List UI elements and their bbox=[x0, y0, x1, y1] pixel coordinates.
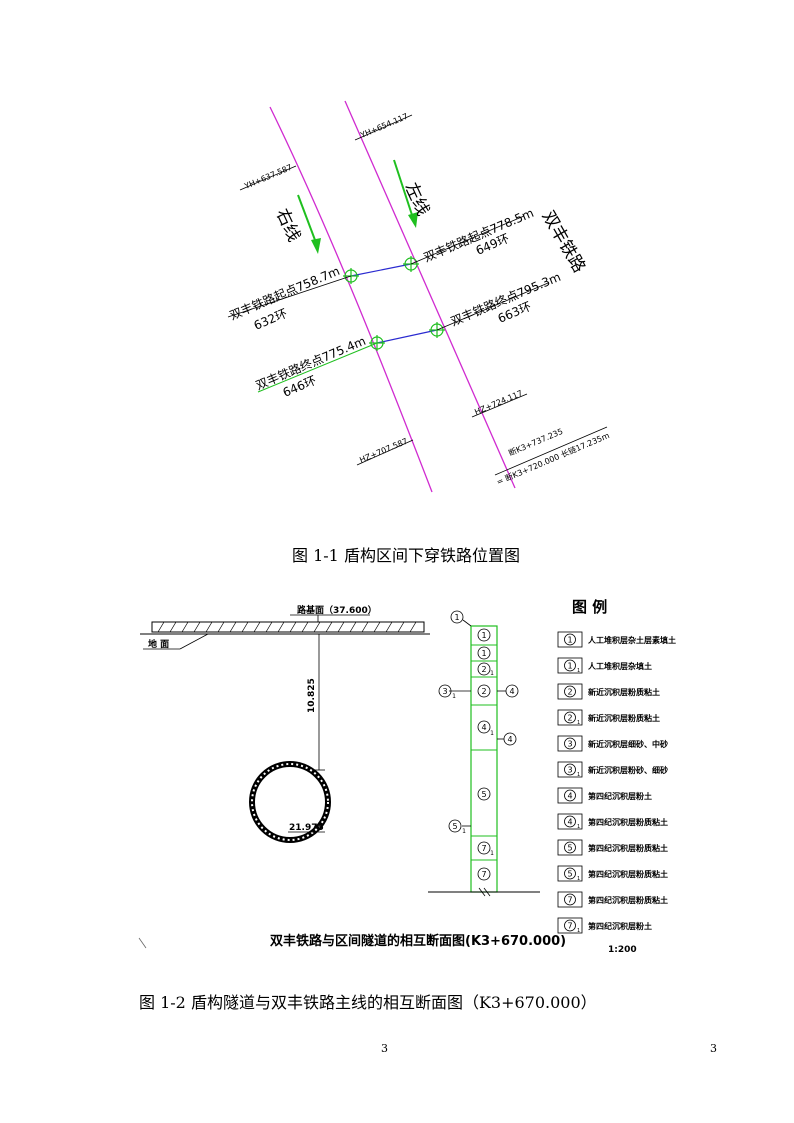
svg-text:5: 5 bbox=[567, 870, 572, 879]
svg-text:3: 3 bbox=[567, 766, 572, 775]
right-line-alignment bbox=[269, 106, 433, 493]
svg-text:1: 1 bbox=[577, 720, 580, 726]
legend-item: 1 人工堆积层杂土层素填土 bbox=[557, 631, 676, 648]
svg-text:4: 4 bbox=[481, 723, 486, 732]
svg-text:5: 5 bbox=[452, 822, 457, 831]
svg-text:1: 1 bbox=[490, 670, 494, 677]
legend-item: 5 第四纪沉积层粉质粘土 bbox=[557, 839, 668, 856]
railway-location-plan: YH+637.587 YH+654.117 HZ+724.117 HZ+707.… bbox=[227, 100, 611, 493]
legend: 1 人工堆积层杂土层素填土 1 1 人工堆积层杂填土 2 新近沉积层粉质粘土 2… bbox=[557, 631, 676, 934]
svg-text:4: 4 bbox=[567, 792, 572, 801]
railway-end-line bbox=[376, 329, 438, 344]
svg-text:2: 2 bbox=[567, 688, 572, 697]
svg-text:1: 1 bbox=[577, 824, 580, 830]
svg-text:2: 2 bbox=[481, 665, 486, 674]
svg-text:第四纪沉积层粉质粘土: 第四纪沉积层粉质粘土 bbox=[588, 817, 668, 827]
svg-text:7: 7 bbox=[567, 896, 572, 905]
svg-text:新近沉积层粉质粘土: 新近沉积层粉质粘土 bbox=[588, 687, 660, 697]
svg-text:第四纪沉积层粉质粘土: 第四纪沉积层粉质粘土 bbox=[588, 869, 668, 879]
svg-text:1: 1 bbox=[567, 636, 572, 645]
column-layer-markers: 1 1 2 1 2 4 1 5 7 1 7 bbox=[477, 628, 494, 881]
svg-text:1: 1 bbox=[452, 693, 456, 700]
legend-title: 图 例 bbox=[572, 598, 607, 616]
svg-text:1: 1 bbox=[481, 649, 486, 658]
svg-text:7: 7 bbox=[567, 922, 572, 931]
svg-text:5: 5 bbox=[481, 790, 486, 799]
ground-leader bbox=[179, 633, 209, 650]
svg-text:第四纪沉积层粉质粘土: 第四纪沉积层粉质粘土 bbox=[588, 843, 668, 853]
end-left-leader bbox=[257, 342, 378, 393]
direction-arrows bbox=[297, 159, 418, 254]
svg-text:7: 7 bbox=[481, 844, 486, 853]
track-bed-hatch bbox=[157, 621, 417, 633]
legend-item: 3 新近沉积层细砂、中砂 bbox=[557, 735, 668, 752]
svg-text:3: 3 bbox=[567, 740, 572, 749]
svg-text:4: 4 bbox=[509, 687, 514, 696]
legend-item: 4 第四纪沉积层粉土 bbox=[557, 787, 652, 804]
legend-item: 2 新近沉积层粉质粘土 bbox=[557, 683, 660, 700]
page-number-center: 3 bbox=[381, 1042, 388, 1055]
legend-item: 2 1 新近沉积层粉质粘土 bbox=[557, 709, 660, 726]
station-leaders bbox=[227, 114, 608, 476]
svg-text:5: 5 bbox=[567, 844, 572, 853]
bottom-elevation: 21.975 bbox=[289, 823, 324, 833]
svg-text:2: 2 bbox=[481, 687, 486, 696]
svg-text:4: 4 bbox=[567, 818, 572, 827]
svg-text:新近沉积层粉质粘土: 新近沉积层粉质粘土 bbox=[588, 713, 660, 723]
svg-text:1: 1 bbox=[481, 631, 486, 640]
road-elevation-label: 路基面（37.600） bbox=[297, 604, 377, 616]
svg-text:第四纪沉积层粉土: 第四纪沉积层粉土 bbox=[588, 921, 652, 931]
section-scale: 1:200 bbox=[608, 945, 637, 955]
cross-section-drawing: 路基面（37.600） 地 面 10.825 21.975 1 1 2 1 2 … bbox=[138, 598, 676, 955]
legend-item: 1 1 人工堆积层杂填土 bbox=[557, 657, 652, 674]
svg-text:人工堆积层杂土层素填土: 人工堆积层杂土层素填土 bbox=[588, 635, 676, 645]
left-line-alignment bbox=[344, 100, 516, 489]
svg-text:1: 1 bbox=[577, 668, 580, 674]
side-layer-markers: 1 3 1 4 4 5 1 bbox=[438, 610, 519, 835]
svg-text:1: 1 bbox=[490, 850, 494, 857]
depth-value: 10.825 bbox=[307, 678, 317, 713]
figure1-caption: 图 1-1 盾构区间下穿铁路位置图 bbox=[292, 546, 520, 565]
legend-item: 3 1 新近沉积层粉砂、细砂 bbox=[557, 761, 668, 778]
svg-text:1: 1 bbox=[454, 613, 459, 622]
legend-item: 7 1 第四纪沉积层粉土 bbox=[557, 917, 652, 934]
svg-text:3: 3 bbox=[442, 687, 447, 696]
legend-item: 4 1 第四纪沉积层粉质粘土 bbox=[557, 813, 668, 830]
svg-text:第四纪沉积层粉质粘土: 第四纪沉积层粉质粘土 bbox=[588, 895, 668, 905]
legend-item: 7 第四纪沉积层粉质粘土 bbox=[557, 891, 668, 908]
svg-text:2: 2 bbox=[567, 714, 572, 723]
svg-text:新近沉积层细砂、中砂: 新近沉积层细砂、中砂 bbox=[588, 739, 668, 749]
svg-text:1: 1 bbox=[567, 662, 572, 671]
svg-text:1: 1 bbox=[577, 876, 580, 882]
svg-text:1: 1 bbox=[577, 772, 580, 778]
legend-item: 5 1 第四纪沉积层粉质粘土 bbox=[557, 865, 668, 882]
svg-text:人工堆积层杂填土: 人工堆积层杂填土 bbox=[588, 661, 652, 671]
ground-label: 地 面 bbox=[148, 638, 169, 650]
svg-text:1: 1 bbox=[577, 928, 580, 934]
track-bed bbox=[151, 621, 425, 633]
svg-text:第四纪沉积层粉土: 第四纪沉积层粉土 bbox=[588, 791, 652, 801]
page-number-right: 3 bbox=[710, 1042, 717, 1055]
svg-text:1: 1 bbox=[490, 730, 494, 737]
svg-text:4: 4 bbox=[507, 735, 512, 744]
svg-text:新近沉积层粉砂、细砂: 新近沉积层粉砂、细砂 bbox=[588, 765, 668, 775]
svg-text:1: 1 bbox=[462, 828, 466, 835]
section-title: 双丰铁路与区间隧道的相互断面图(K3+670.000) bbox=[270, 933, 566, 949]
railway-start-line bbox=[350, 263, 412, 277]
svg-text:7: 7 bbox=[481, 870, 486, 879]
figure2-caption: 图 1-2 盾构隧道与双丰铁路主线的相互断面图（K3+670.000） bbox=[139, 993, 597, 1012]
